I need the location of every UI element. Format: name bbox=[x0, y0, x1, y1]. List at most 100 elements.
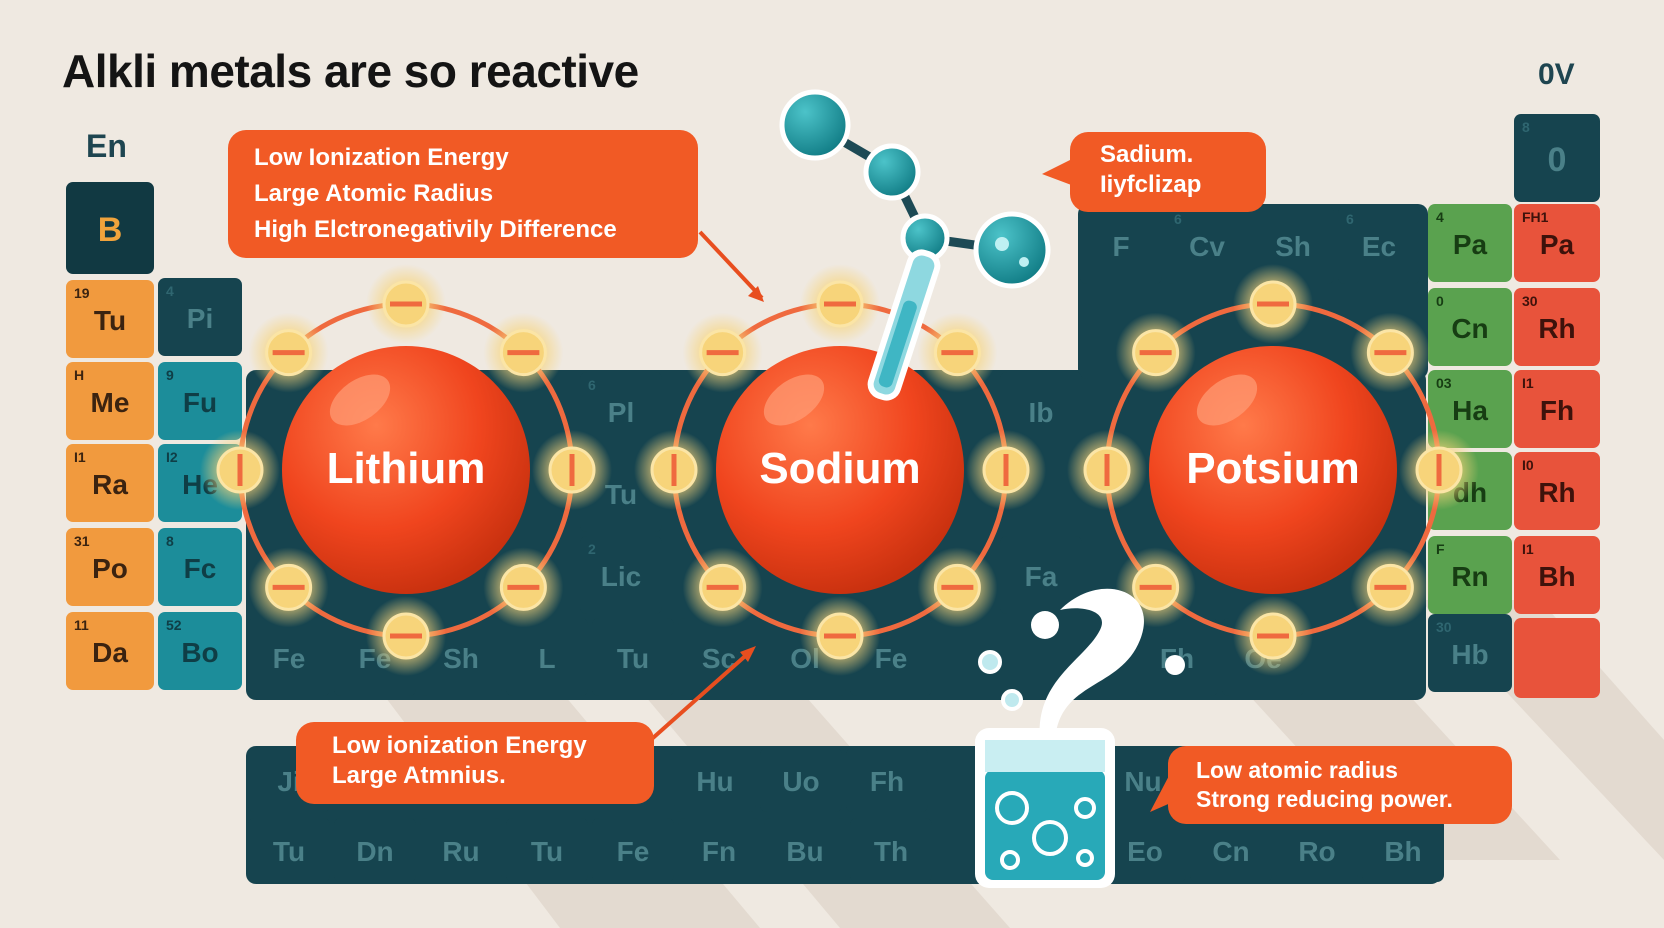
callout-line: Large Atomic Radius bbox=[254, 180, 494, 207]
cell-number: 31 bbox=[74, 533, 90, 549]
cell-symbol: Tu bbox=[93, 304, 127, 336]
cell-symbol: Bo bbox=[181, 636, 219, 668]
element-cell: Tu bbox=[248, 818, 330, 882]
cell-symbol: Dn bbox=[356, 835, 394, 867]
cell-number: 4 bbox=[1436, 209, 1444, 225]
cell-symbol: Ra bbox=[92, 468, 128, 500]
corner-label-right: 0V bbox=[1538, 58, 1575, 91]
element-cell: Bu bbox=[764, 818, 846, 882]
cell-symbol: Tu bbox=[530, 835, 564, 867]
cell-number: 8 bbox=[166, 533, 174, 549]
element-cell: Hu bbox=[674, 748, 756, 812]
atom-sodium bbox=[634, 264, 1046, 676]
cell-number: 03 bbox=[1436, 375, 1452, 391]
callout-line: Low Ionization Energy bbox=[254, 144, 509, 171]
cell-symbol: Tu bbox=[604, 478, 638, 510]
corner-label-left: En bbox=[86, 128, 127, 164]
cell-symbol: Fc bbox=[183, 552, 217, 584]
cell-symbol: Da bbox=[92, 636, 128, 668]
cell-number: 9 bbox=[166, 367, 174, 383]
cell-symbol: Rh bbox=[1538, 312, 1576, 344]
callout-line: Large Atmnius. bbox=[332, 762, 506, 789]
atom-potassium bbox=[1067, 264, 1479, 676]
cell-symbol: Ji bbox=[277, 765, 301, 797]
cell-number: 52 bbox=[166, 617, 182, 633]
cell-symbol: Cn bbox=[1212, 835, 1250, 867]
element-cell: L bbox=[506, 618, 588, 696]
test-tube-icon bbox=[867, 249, 941, 401]
cell-symbol: Nu bbox=[1124, 765, 1162, 797]
cell-symbol: Fu bbox=[182, 386, 218, 418]
cell-symbol: Tu bbox=[616, 642, 650, 674]
cell-number: I0 bbox=[1522, 457, 1534, 473]
element-cell: Bh bbox=[1362, 818, 1444, 882]
cell-symbol: Lic bbox=[600, 560, 642, 592]
cell-symbol: Fh bbox=[1539, 394, 1575, 426]
cell-symbol: Pl bbox=[607, 396, 635, 428]
cell-symbol: 0 bbox=[1547, 140, 1567, 179]
cell-symbol: Cv bbox=[1189, 230, 1225, 262]
cell-number: 11 bbox=[74, 617, 89, 633]
cell-symbol: Sh bbox=[443, 642, 479, 674]
cell-symbol: Fh bbox=[869, 765, 905, 797]
callout-line: Sadium. bbox=[1100, 141, 1194, 168]
atom-label-lithium: Lithium bbox=[326, 444, 486, 493]
cell-number: I1 bbox=[1522, 541, 1534, 557]
cell-number: 6 bbox=[588, 377, 596, 393]
cell-symbol: Fe bbox=[874, 642, 908, 674]
element-cell bbox=[1514, 618, 1600, 698]
cell-symbol: Rn bbox=[1451, 560, 1489, 592]
cell-symbol: Fn bbox=[701, 835, 737, 867]
cell-symbol: Pa bbox=[1452, 228, 1488, 260]
cell-symbol: F bbox=[1112, 230, 1130, 262]
cell-number: F bbox=[1436, 541, 1445, 557]
cell-symbol: Pa bbox=[1539, 228, 1575, 260]
cell-symbol: Bh bbox=[1538, 560, 1576, 592]
cell-symbol: Uo bbox=[782, 765, 820, 797]
cell-symbol: Th bbox=[873, 835, 909, 867]
element-cell: Ro bbox=[1276, 818, 1358, 882]
callout-top-left: Low Ionization Energy Large Atomic Radiu… bbox=[228, 130, 698, 258]
cell-symbol: L bbox=[538, 642, 556, 674]
cell-symbol: B bbox=[97, 210, 123, 249]
cell-number: I1 bbox=[1522, 375, 1534, 391]
element-cell: Fe bbox=[248, 618, 330, 696]
cell-number: 6 bbox=[1174, 211, 1182, 227]
cell-number: 30 bbox=[1522, 293, 1538, 309]
element-cell: Dn bbox=[334, 818, 416, 882]
cell-symbol: Bu bbox=[786, 835, 824, 867]
cell-number: I1 bbox=[74, 449, 86, 465]
cell-symbol: Bh bbox=[1384, 835, 1422, 867]
cell-symbol: Tu bbox=[272, 835, 306, 867]
cell-symbol: Hu bbox=[696, 765, 734, 797]
beaker-icon bbox=[975, 588, 1185, 888]
cell-symbol: Fe bbox=[616, 835, 650, 867]
cell-number: H bbox=[74, 367, 85, 383]
cell-number: 30 bbox=[1436, 619, 1452, 635]
cell-number: 19 bbox=[74, 285, 90, 301]
element-cell: B bbox=[66, 182, 154, 274]
element-cell: Tu bbox=[592, 618, 674, 696]
element-cell: Fe bbox=[592, 818, 674, 882]
element-cell: Fh bbox=[846, 748, 928, 812]
element-cell: Th bbox=[850, 818, 932, 882]
cell-symbol: Cn bbox=[1451, 312, 1489, 344]
callout-line: Strong reducing power. bbox=[1196, 786, 1453, 812]
cell-symbol: Fa bbox=[1024, 560, 1058, 592]
element-cell: Uo bbox=[760, 748, 842, 812]
